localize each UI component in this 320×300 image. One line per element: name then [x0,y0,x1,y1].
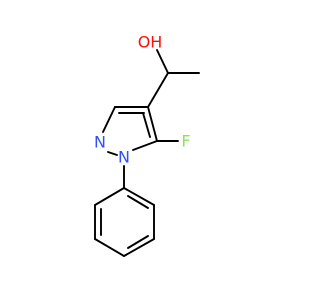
bond-ph-6 [123,187,155,206]
bond-ph-3 [94,238,125,257]
bond-ph-double-3 [127,195,149,209]
atom-label-n2: N [94,133,106,152]
bond-n2-n1 [107,151,118,156]
bond-ph-4 [123,238,155,257]
bond-ch-c4 [147,72,169,108]
bond-ph-1 [94,187,125,206]
bond-ph-double-2 [127,235,149,249]
atom-label-oh: OH [138,33,163,52]
bond-n1-c5 [132,140,158,151]
atom-label-f: F [181,132,190,151]
bond-c5-c4 [147,106,158,142]
molecule-structure-diagram: OH N N F [94,33,200,257]
bond-c5-c4-double [142,112,151,138]
bond-lines [94,49,200,257]
atom-labels: OH N N F [94,33,191,167]
atom-label-n1: N [118,148,130,167]
bond-c3-n2 [102,106,116,133]
bond-ch-oh [156,49,169,74]
